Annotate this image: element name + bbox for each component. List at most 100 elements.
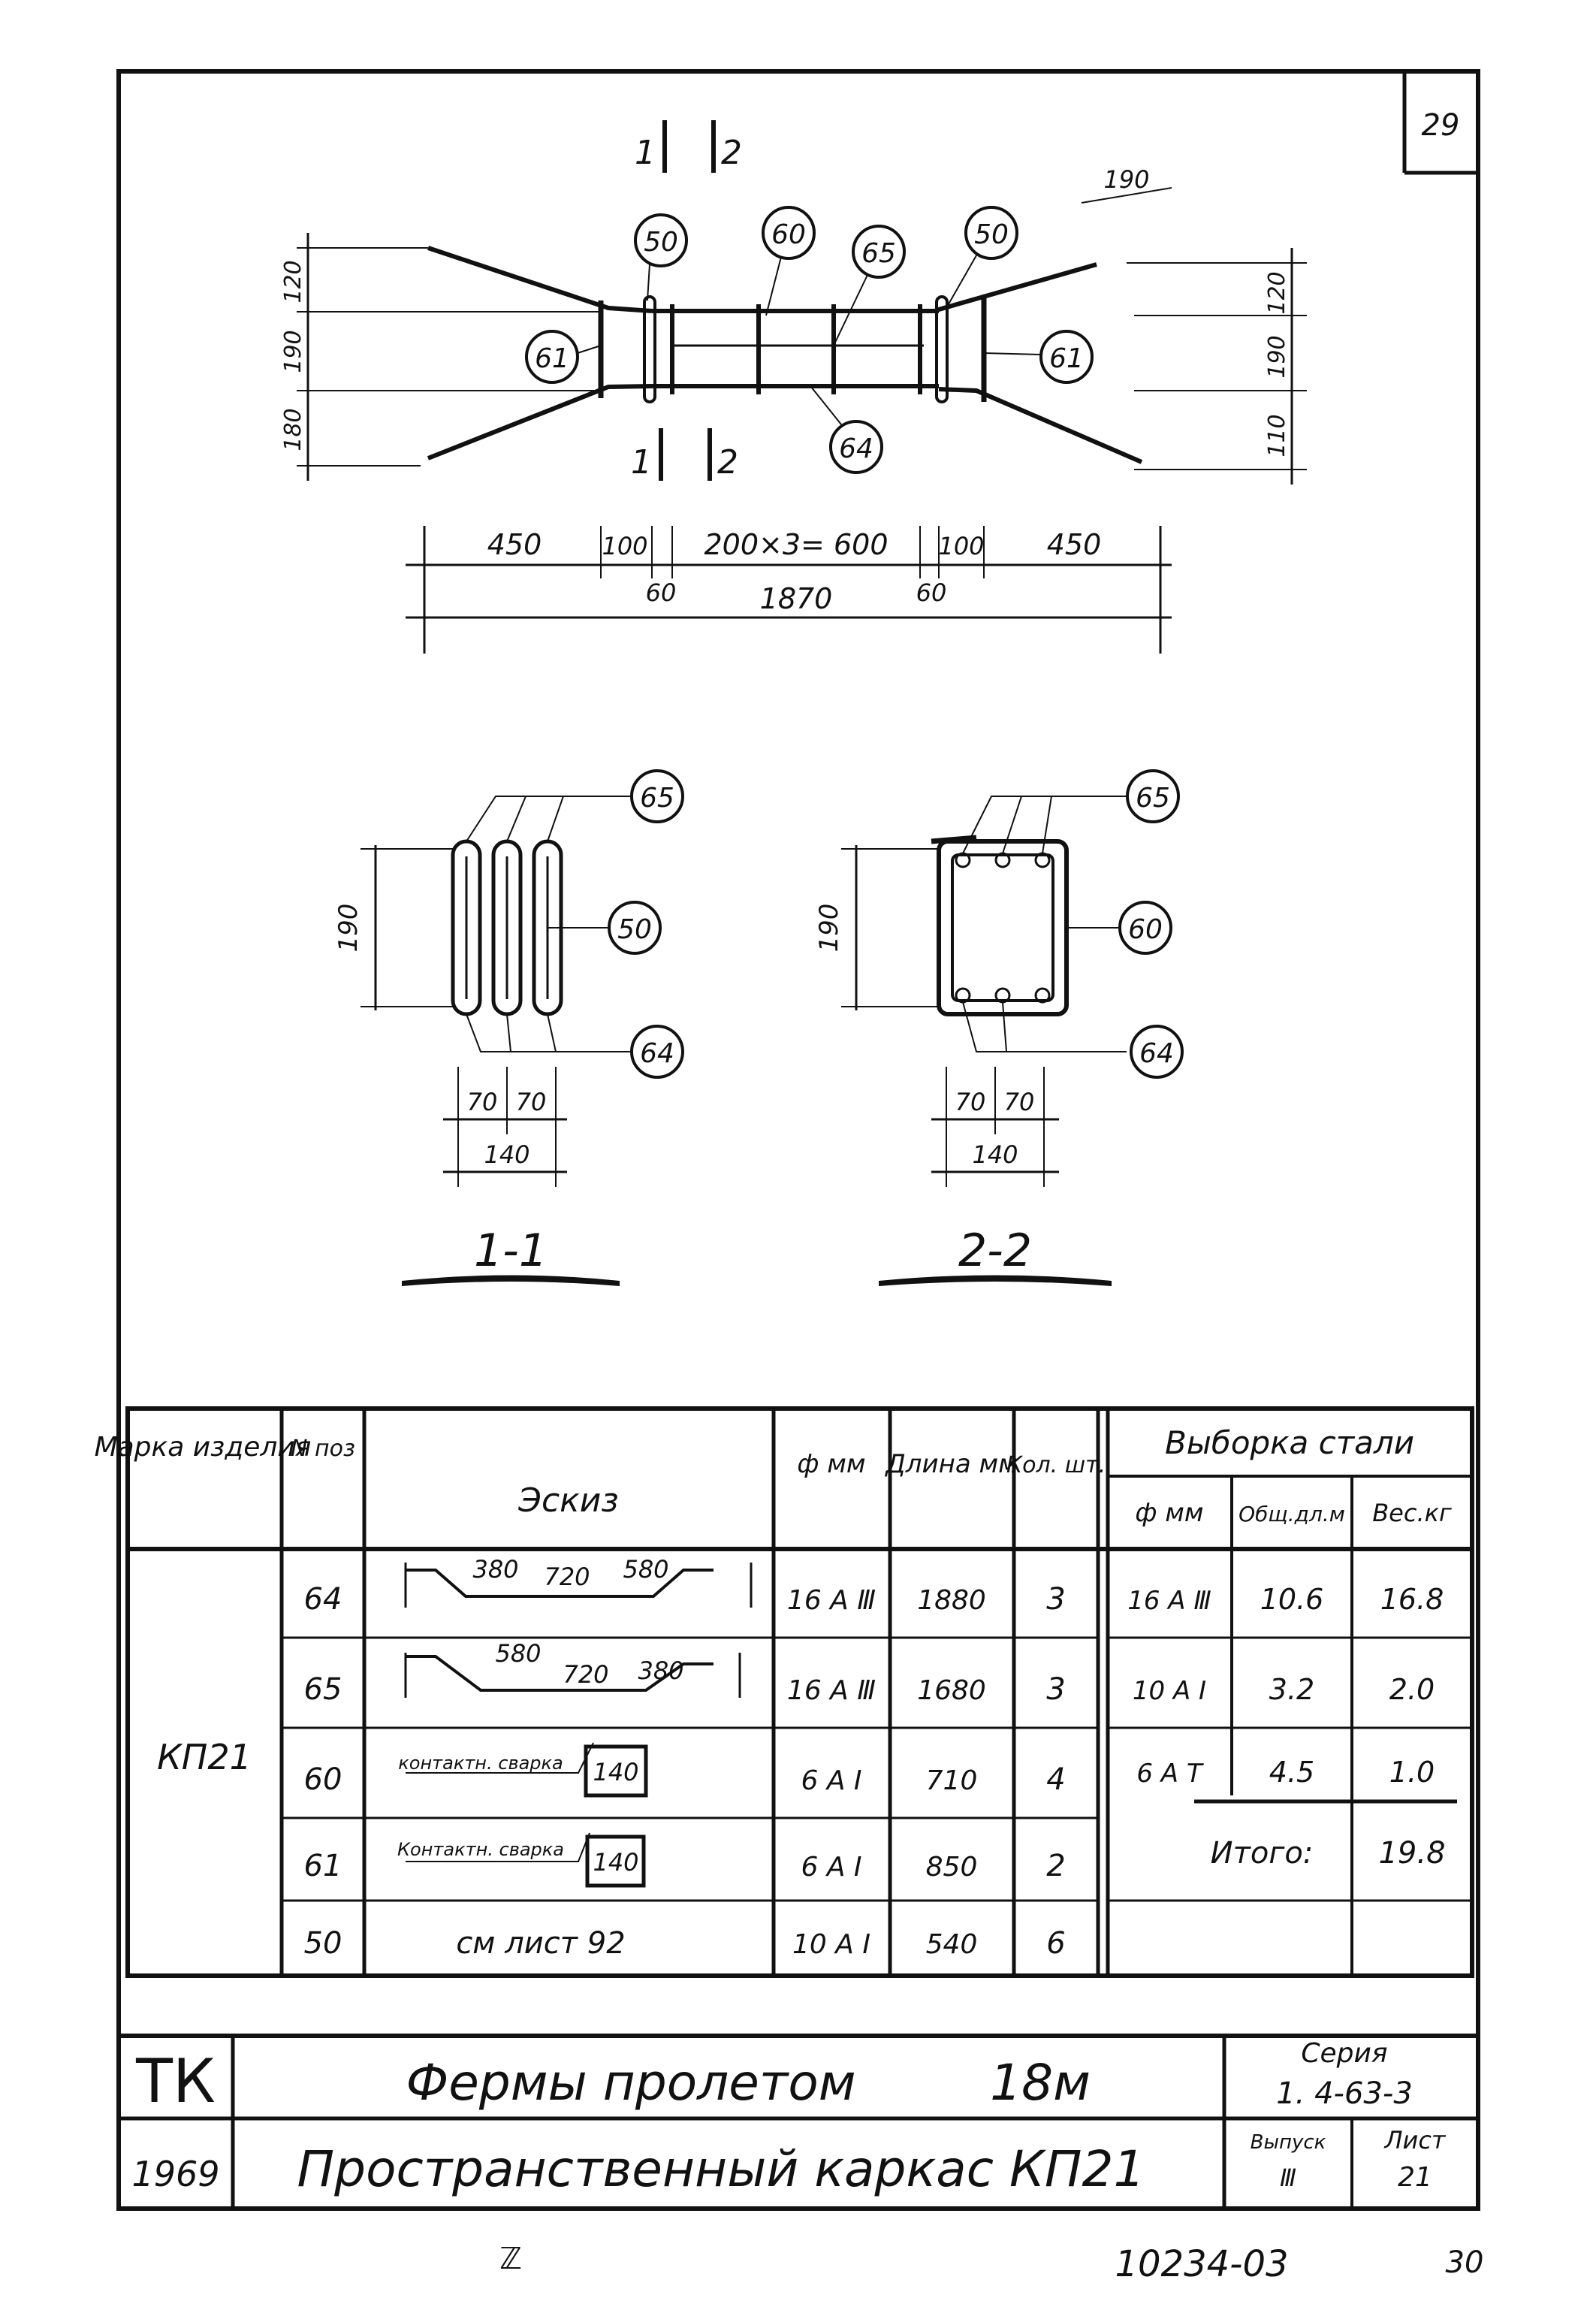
- year: 1969: [131, 2154, 219, 2194]
- org-code: ТК: [135, 2046, 216, 2116]
- position-callout: 64: [1139, 1038, 1174, 1069]
- position-callout: 64: [640, 1038, 674, 1069]
- archive-code: 10234-03: [1115, 2243, 1288, 2285]
- dim-label: 70: [516, 1088, 547, 1116]
- dim-label: 450: [1047, 528, 1102, 561]
- plan-view: [297, 120, 1307, 654]
- section-title: 2-2: [958, 1224, 1032, 1277]
- issue: Ⅲ: [1280, 2164, 1296, 2192]
- dim-label: 110: [1264, 414, 1290, 457]
- dim-label: 70: [467, 1088, 498, 1116]
- row-length: 1880: [917, 1585, 986, 1616]
- plan-view-labels: 1 2 1 2 50 60 65 50 61 61 64 120 190 180…: [280, 134, 1290, 615]
- section-1-1: [361, 769, 684, 1286]
- sheet-frame: [116, 69, 1480, 2211]
- position-callout: 60: [771, 219, 806, 250]
- dim-label: 180: [280, 408, 306, 451]
- sketch-box-dim: 140: [593, 1758, 638, 1786]
- dim-label: 190: [1103, 165, 1149, 194]
- section-title: 1-1: [474, 1224, 548, 1277]
- steel-dia: 10 A I: [1133, 1676, 1206, 1706]
- position-callout: 50: [644, 227, 678, 258]
- row-dia: 6 A I: [801, 1765, 861, 1796]
- steel-weight: 16.8: [1380, 1583, 1444, 1616]
- row-dia: 10 A I: [792, 1929, 870, 1960]
- steel-dia: 6 A T: [1136, 1759, 1204, 1789]
- row-qty: 2: [1046, 1849, 1065, 1883]
- dim-label: 60: [646, 578, 677, 607]
- col-header-steel-total: Общ.дл.м: [1238, 1502, 1345, 1526]
- dim-label: 100: [602, 532, 647, 560]
- section-2-2-labels: 65 60 64 190 70 70 140 2-2: [814, 783, 1174, 1277]
- dim-label: 190: [1264, 335, 1290, 378]
- dim-label: 140: [972, 1140, 1018, 1169]
- row-pos: 65: [304, 1672, 342, 1707]
- position-callout: 65: [1136, 783, 1170, 814]
- col-header-steel: Выборка стали: [1165, 1424, 1414, 1461]
- sketch-note: Контактн. сварка: [397, 1839, 564, 1860]
- section-mark: 2: [721, 134, 742, 172]
- section-1-1-labels: 65 50 64 190 70 70 140 1-1: [333, 783, 674, 1277]
- overall-dim: 1870: [760, 582, 833, 615]
- position-callout: 60: [1128, 914, 1163, 945]
- row-length: 1680: [917, 1675, 986, 1706]
- page-number: 30: [1446, 2245, 1484, 2280]
- sketch-dim: 580: [623, 1555, 668, 1584]
- dim-label: 140: [484, 1140, 529, 1169]
- col-header-pos: N поз: [291, 1436, 355, 1462]
- steel-weight: 1.0: [1389, 1756, 1435, 1789]
- col-header-mark: Марка изделия: [95, 1432, 312, 1463]
- sketch-note: см лист 92: [456, 1926, 625, 1961]
- position-callout: 61: [1049, 343, 1084, 374]
- row-pos: 50: [304, 1926, 342, 1961]
- sketch-dim: 720: [563, 1660, 608, 1689]
- col-header-steel-dia: ф мм: [1135, 1498, 1203, 1528]
- steel-total: 3.2: [1269, 1673, 1314, 1706]
- row-pos: 60: [304, 1762, 342, 1797]
- row-length: 540: [926, 1929, 978, 1960]
- sketch-dim: 380: [638, 1656, 683, 1685]
- position-callout: 50: [617, 914, 652, 945]
- row-pos: 64: [304, 1582, 342, 1617]
- dim-label: 190: [333, 904, 364, 953]
- sketch-dim: 380: [472, 1555, 518, 1584]
- section-mark: 1: [631, 443, 652, 482]
- dim-label: 100: [938, 532, 984, 560]
- dim-label: 70: [1004, 1088, 1035, 1116]
- dim-label: 60: [916, 578, 947, 607]
- section-mark: 2: [717, 443, 738, 482]
- col-header-dia: ф мм: [797, 1449, 865, 1479]
- row-pos: 61: [304, 1849, 342, 1883]
- title-block-grid: [119, 2034, 1478, 2209]
- dim-label: 120: [1264, 271, 1290, 314]
- col-header-steel-weight: Вес.кг: [1372, 1499, 1452, 1527]
- section-2-2: [841, 769, 1184, 1286]
- dim-label: 450: [487, 528, 542, 561]
- dim-label: 70: [955, 1088, 986, 1116]
- sheet-number-top: 29: [1422, 108, 1460, 143]
- row-dia: 16 A Ⅲ: [787, 1675, 876, 1706]
- row-dia: 6 A I: [801, 1852, 861, 1883]
- col-header-length: Длина мм: [884, 1449, 1018, 1479]
- sketch-dim: 580: [495, 1639, 541, 1668]
- row-length: 850: [926, 1852, 978, 1883]
- steel-weight: 2.0: [1389, 1673, 1435, 1706]
- dim-label: 120: [280, 260, 306, 303]
- dim-label: 190: [280, 330, 306, 373]
- row-qty: 6: [1046, 1926, 1065, 1961]
- spec-table: Марка изделия N поз Эскиз ф мм Длина мм …: [95, 1424, 1452, 1961]
- footer-mark: ℤ: [499, 2242, 522, 2276]
- steel-dia: 16 A Ⅲ: [1127, 1586, 1211, 1616]
- series-label: Серия: [1301, 2038, 1387, 2069]
- sheet-label: Лист: [1383, 2126, 1446, 2155]
- row-length: 710: [926, 1765, 978, 1796]
- section-mark: 1: [635, 134, 656, 172]
- sketch-dim: 720: [544, 1563, 590, 1591]
- position-callout: 50: [974, 219, 1009, 250]
- col-header-sketch: Эскиз: [517, 1481, 618, 1520]
- sketch-box-dim: 140: [593, 1848, 638, 1877]
- row-dia: 16 A Ⅲ: [787, 1585, 876, 1616]
- sheet: 21: [1398, 2162, 1432, 2193]
- position-callout: 65: [861, 238, 896, 269]
